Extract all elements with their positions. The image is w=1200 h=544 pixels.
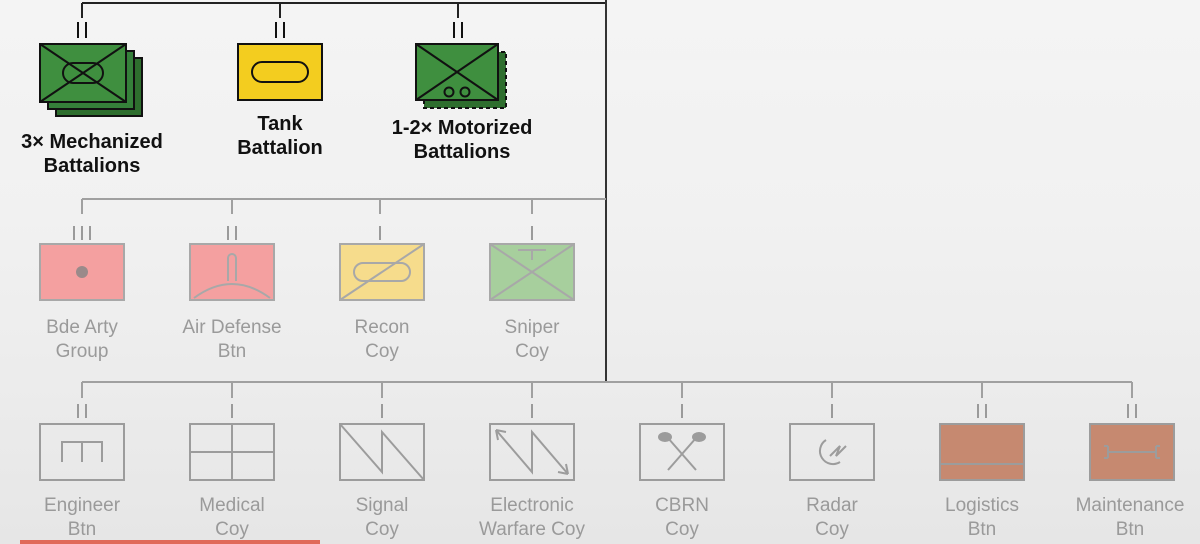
label-air-defense-btn: Air Defense Btn xyxy=(182,316,281,364)
label-line1: 3× Mechanized xyxy=(21,131,163,153)
cbrn-icon xyxy=(639,423,725,481)
label-line2: Battalions xyxy=(43,155,141,177)
label-sniper-coy: Sniper Coy xyxy=(505,316,560,364)
label-line1: 1-2× Motorized xyxy=(391,117,533,139)
label-recon-coy: Recon Coy xyxy=(355,316,410,364)
echelon-battalion-mark xyxy=(275,22,285,38)
label-tank-battalion: Tank Battalion xyxy=(237,112,323,160)
signal-icon xyxy=(339,423,425,481)
mechanized-infantry-icon xyxy=(39,43,143,117)
label-line1: Signal xyxy=(355,495,409,516)
label-line2: Btn xyxy=(967,519,997,540)
label-line2: Group xyxy=(55,341,109,362)
label-line1: Electronic xyxy=(490,495,574,516)
label-line2: Battalions xyxy=(413,141,511,163)
label-line2: Coy xyxy=(215,519,249,540)
label-line1: Radar xyxy=(806,495,858,516)
label-line2: Battalion xyxy=(237,137,323,159)
echelon-battalion-mark xyxy=(977,404,987,418)
radar-icon xyxy=(789,423,875,481)
label-engineer-btn: Engineer Btn xyxy=(44,494,120,542)
label-radar-coy: Radar Coy xyxy=(806,494,858,542)
label-line1: Bde Arty xyxy=(46,317,118,338)
label-line2: Btn xyxy=(217,341,247,362)
label-line2: Coy xyxy=(515,341,549,362)
label-line2: Coy xyxy=(365,519,399,540)
label-line1: Sniper xyxy=(504,317,560,338)
label-line2: Coy xyxy=(815,519,849,540)
echelon-marks xyxy=(73,22,1137,418)
label-motorized-battalions: 1-2× Motorized Battalions xyxy=(392,116,533,164)
electronic-warfare-icon xyxy=(489,423,575,481)
label-bde-arty-group: Bde Arty Group xyxy=(46,316,118,364)
label-line1: Medical xyxy=(199,495,265,516)
label-line1: Engineer xyxy=(43,495,121,516)
connector-lines xyxy=(81,0,1133,398)
motorized-infantry-icon xyxy=(415,43,507,109)
echelon-battalion-mark xyxy=(227,226,237,240)
label-line1: Air Defense xyxy=(182,317,282,338)
label-cbrn-coy: CBRN Coy xyxy=(655,494,709,542)
label-signal-coy: Signal Coy xyxy=(356,494,409,542)
sniper-icon xyxy=(489,243,575,301)
label-line2: Coy xyxy=(665,519,699,540)
connector-support xyxy=(81,198,606,214)
label-maintenance-btn: Maintenance Btn xyxy=(1076,494,1185,542)
echelon-regiment-mark xyxy=(73,226,91,240)
echelon-battalion-mark xyxy=(1127,404,1137,418)
label-line2: Btn xyxy=(1115,519,1145,540)
echelon-battalion-mark xyxy=(453,22,463,38)
label-line2: Warfare Coy xyxy=(479,519,585,540)
label-logistics-btn: Logistics Btn xyxy=(945,494,1019,542)
artillery-icon xyxy=(39,243,125,301)
logistics-icon xyxy=(939,423,1025,481)
label-line1: CBRN xyxy=(655,495,709,516)
label-line2: Btn xyxy=(67,519,97,540)
tank-armor-icon xyxy=(237,43,323,101)
label-line1: Logistics xyxy=(945,495,1019,516)
maintenance-icon xyxy=(1089,423,1175,481)
medical-icon xyxy=(189,423,275,481)
label-medical-coy: Medical Coy xyxy=(199,494,264,542)
label-electronic-warfare-coy: Electronic Warfare Coy xyxy=(479,494,585,542)
label-line2: Coy xyxy=(365,341,399,362)
label-line1: Maintenance xyxy=(1075,495,1185,516)
label-line1: Tank xyxy=(257,113,303,135)
air-defense-icon xyxy=(189,243,275,301)
connector-top xyxy=(81,2,606,18)
recon-cavalry-icon xyxy=(339,243,425,301)
label-mechanized-battalions: 3× Mechanized Battalions xyxy=(21,130,163,178)
video-progress-bar xyxy=(20,540,320,544)
engineer-icon xyxy=(39,423,125,481)
echelon-battalion-mark xyxy=(77,404,87,418)
connector-service xyxy=(81,381,1133,398)
echelon-battalion-mark xyxy=(77,22,87,38)
label-line1: Recon xyxy=(354,317,410,338)
